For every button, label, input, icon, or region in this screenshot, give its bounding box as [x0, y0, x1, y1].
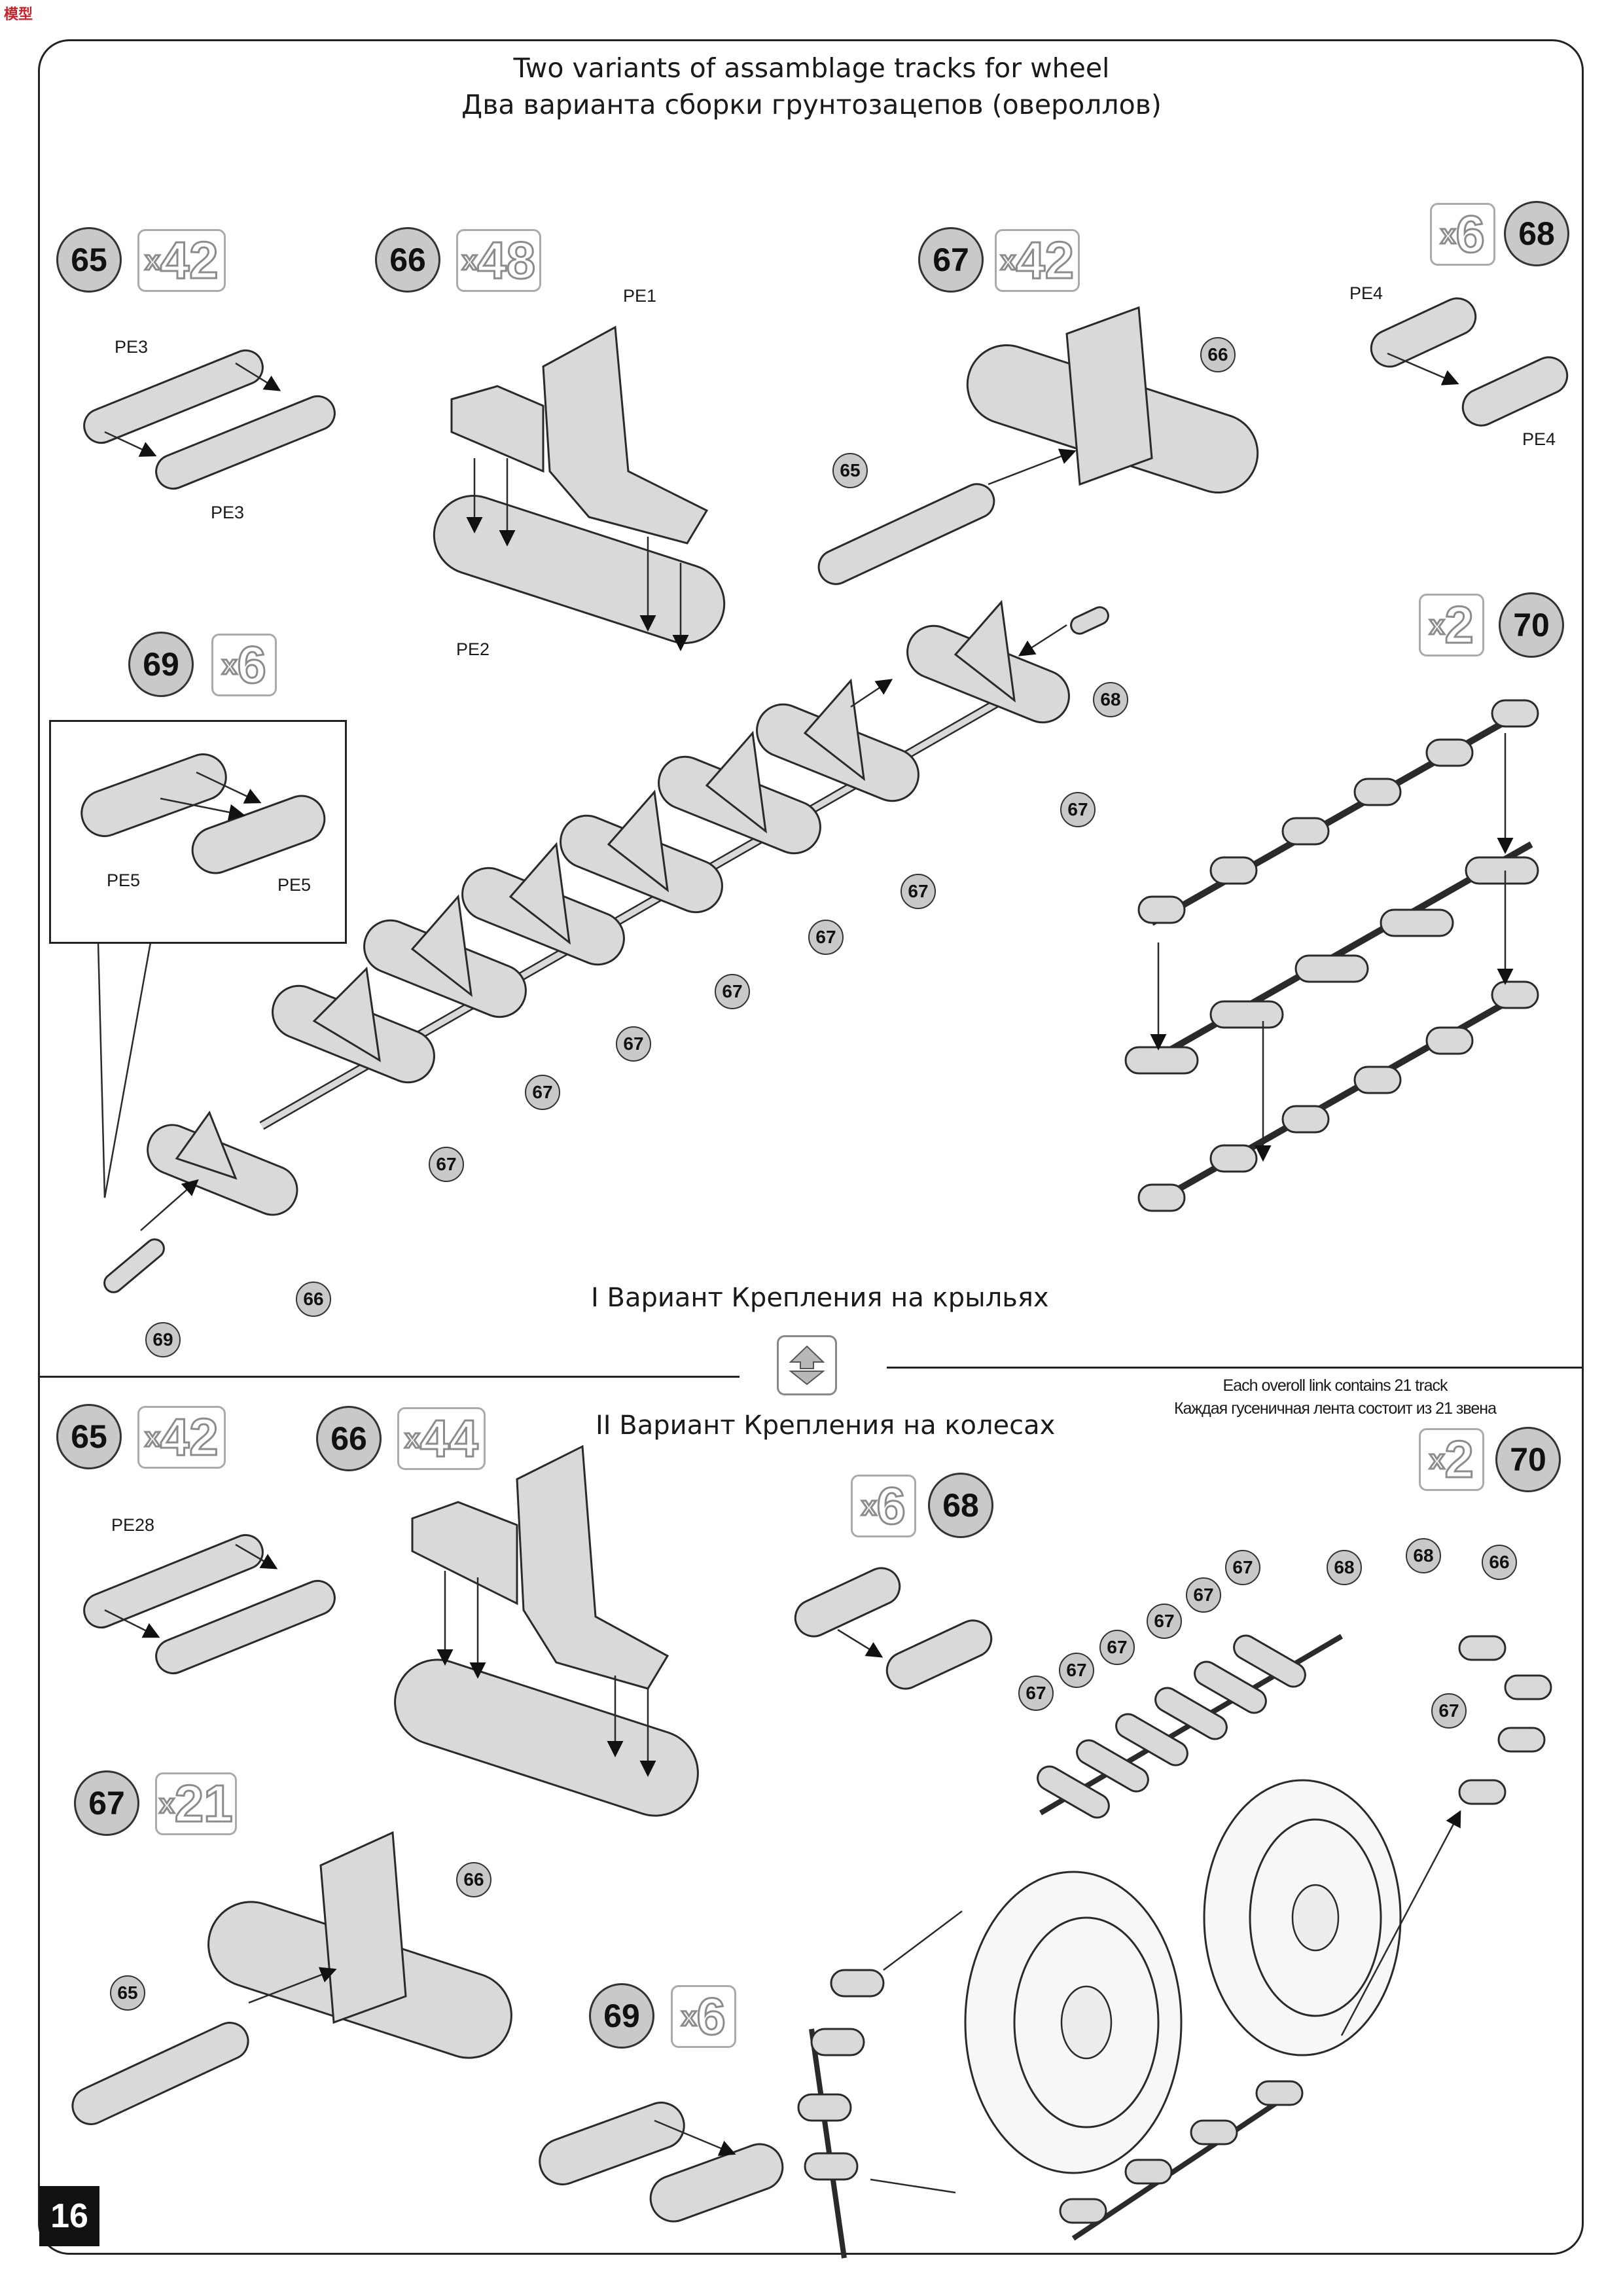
section-divider-left: [39, 1376, 740, 1378]
note-russian: Каждая гусеничная лента состоит из 21 зв…: [1173, 1399, 1497, 1418]
callout-67: 67: [616, 1026, 651, 1062]
part-68-plates: [1370, 297, 1569, 427]
part-65-plates-v2: [83, 1534, 336, 1675]
callout-66: 66: [296, 1282, 331, 1317]
track-chains-step70: [1124, 699, 1539, 1212]
step-number-65: 65: [56, 227, 122, 293]
callout-68: 68: [1093, 682, 1128, 717]
callout-66: 66: [456, 1862, 491, 1897]
wheels-with-overoll: [797, 1634, 1552, 2259]
callout-66: 66: [1200, 337, 1236, 372]
step-number-69: 69: [128, 632, 194, 697]
section-divider-right: [887, 1367, 1584, 1369]
callout-67: 67: [715, 974, 750, 1009]
label-pe2: PE2: [456, 639, 490, 659]
track-chain-variant1: [103, 600, 1109, 1293]
callout-67: 67: [1059, 1653, 1094, 1688]
page-number: 16: [39, 2186, 99, 2246]
part-68-plates-v2: [794, 1567, 993, 1690]
callout-67: 67: [525, 1075, 560, 1110]
callout-67: 67: [1018, 1676, 1054, 1711]
part-67-assembly: [817, 306, 1259, 585]
callout-67: 67: [429, 1147, 464, 1182]
part-69-plates: [80, 753, 326, 874]
label-pe5-right: PE5: [277, 875, 312, 895]
label-pe28: PE28: [111, 1515, 155, 1535]
page-frame: [38, 39, 1584, 2255]
step-number-66: 66: [375, 227, 440, 293]
callout-67: 67: [1060, 792, 1096, 827]
step-number-66: 66: [316, 1406, 382, 1471]
callout-67: 67: [808, 920, 844, 955]
step-number-67: 67: [918, 227, 984, 293]
part-66-assembly-v2: [394, 1444, 699, 1817]
callout-67: 67: [1431, 1693, 1467, 1729]
step-number-65: 65: [56, 1404, 122, 1469]
callout-67: 67: [1225, 1550, 1260, 1585]
callout-65: 65: [832, 453, 868, 488]
callout-67: 67: [1186, 1577, 1221, 1613]
title-english: Two variants of assamblage tracks for wh…: [513, 52, 1110, 84]
part-67-assembly-v2: [71, 1831, 512, 2125]
label-pe5-left: PE5: [107, 870, 141, 890]
step-number-70: 70: [1495, 1427, 1561, 1492]
label-pe4-top: PE4: [1349, 283, 1383, 303]
label-pe1: PE1: [623, 286, 657, 306]
step-number-68: 68: [1504, 201, 1569, 266]
detail-inset-box: [49, 720, 347, 944]
variant1-title: I Вариант Крепления на крыльях: [591, 1283, 1049, 1313]
step-number-68: 68: [928, 1473, 993, 1538]
callout-65: 65: [110, 1975, 145, 2011]
callout-67: 67: [1099, 1630, 1135, 1665]
callout-66: 66: [1482, 1545, 1517, 1580]
label-pe3-top: PE3: [115, 337, 149, 357]
step-number-70: 70: [1499, 592, 1564, 658]
callout-67: 67: [901, 874, 936, 909]
note-english: Each overoll link contains 21 track: [1222, 1376, 1448, 1395]
callout-68: 68: [1406, 1538, 1441, 1573]
callout-69: 69: [145, 1322, 181, 1357]
callout-68: 68: [1327, 1550, 1362, 1585]
label-pe4-bottom: PE4: [1522, 429, 1556, 449]
part-69-plates-v2: [539, 2102, 784, 2223]
step-number-67: 67: [74, 1770, 139, 1836]
site-logo: 模型: [4, 6, 33, 22]
swap-arrows-icon: [777, 1335, 837, 1395]
part-66-assembly: [433, 325, 726, 651]
step-number-69: 69: [589, 1983, 654, 2049]
variant2-title: II Вариант Крепления на колесах: [596, 1410, 1056, 1441]
part-65-plates: [83, 349, 336, 490]
label-pe3-bottom: PE3: [211, 503, 245, 522]
title-russian: Два варианта сборки грунтозацепов (оверо…: [461, 89, 1162, 120]
callout-67: 67: [1147, 1604, 1182, 1639]
